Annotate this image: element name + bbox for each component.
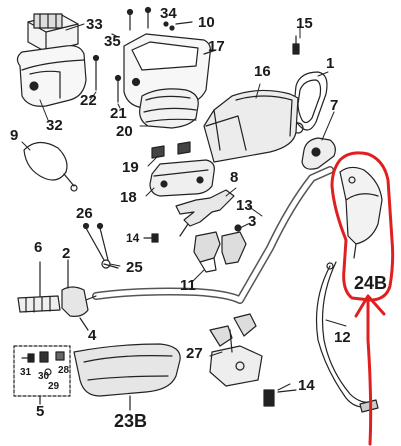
label-14-lower: 14 <box>298 377 315 394</box>
label-35: 35 <box>104 33 121 50</box>
part-14-screw-upper <box>143 233 159 243</box>
part-8-bracket <box>175 189 235 237</box>
label-30: 30 <box>38 371 50 382</box>
label-24b: 24B <box>354 273 388 293</box>
label-21: 21 <box>110 105 127 122</box>
part-27-clamp <box>209 313 263 387</box>
part-32-housing <box>16 45 87 107</box>
label-22: 22 <box>80 92 97 109</box>
label-8: 8 <box>230 169 239 186</box>
part-33-box <box>27 13 79 53</box>
label-13: 13 <box>236 197 253 214</box>
part-6-grip <box>17 261 61 313</box>
label-11: 11 <box>180 277 196 294</box>
part-19-clips <box>151 141 191 159</box>
part-7-bracket <box>301 137 336 170</box>
label-29: 29 <box>48 381 60 392</box>
part-9-mirror <box>23 141 78 192</box>
part-26-bolts <box>82 222 111 269</box>
label-34: 34 <box>160 5 177 22</box>
label-10: 10 <box>198 14 215 31</box>
part-2-switch <box>61 259 97 331</box>
label-7: 7 <box>330 97 339 114</box>
part-14-screw-lower <box>263 389 297 407</box>
label-18: 18 <box>120 189 137 206</box>
label-26: 26 <box>76 205 93 222</box>
label-33: 33 <box>86 16 103 33</box>
part-17-housing <box>123 33 217 109</box>
label-23b: 23B <box>114 411 148 431</box>
label-6: 6 <box>34 239 43 256</box>
label-19: 19 <box>122 159 139 176</box>
highlight-outline <box>330 151 395 302</box>
label-14-upper: 14 <box>126 231 140 245</box>
label-28: 28 <box>58 365 70 376</box>
label-5: 5 <box>36 403 45 420</box>
part-24b-handguard <box>339 166 383 259</box>
part-18-meter <box>149 159 215 197</box>
label-15: 15 <box>296 15 313 32</box>
part-16-headlight-cover <box>203 89 299 163</box>
screws-top <box>111 6 193 37</box>
part-5-kit <box>13 345 71 405</box>
part-23b-seat <box>73 343 181 411</box>
label-12: 12 <box>334 329 351 346</box>
part-12-cable <box>315 261 379 413</box>
label-25: 25 <box>126 259 143 276</box>
label-1: 1 <box>326 55 335 72</box>
label-3: 3 <box>248 213 257 230</box>
part-20-lens <box>139 88 199 129</box>
part-13-handlebar <box>92 166 334 304</box>
label-9: 9 <box>10 127 19 144</box>
label-31: 31 <box>20 367 32 378</box>
label-16: 16 <box>254 63 271 80</box>
label-27: 27 <box>186 345 203 362</box>
red-highlight <box>330 151 395 446</box>
label-17: 17 <box>208 38 225 55</box>
leader-lines <box>21 23 347 391</box>
label-2: 2 <box>62 245 71 262</box>
part-11-clamps <box>193 231 247 273</box>
label-4: 4 <box>88 327 97 344</box>
part-15-screw <box>292 35 300 55</box>
label-20: 20 <box>116 123 133 140</box>
label-32: 32 <box>46 117 63 134</box>
highlight-arrow <box>354 294 386 446</box>
